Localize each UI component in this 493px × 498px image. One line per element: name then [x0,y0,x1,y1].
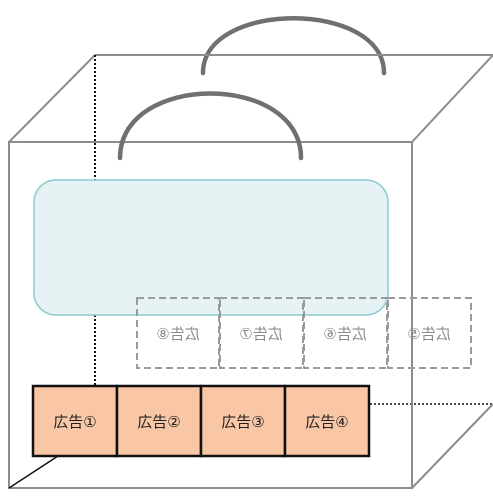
front-ad-label-4: 広告④ [305,413,348,431]
front-ads: 広告① 広告② 広告③ 広告④ [31,384,371,458]
back-ad-label-6: 広告⑥ [323,325,366,343]
back-ad-box-6 [303,297,388,369]
bag-window [33,179,389,316]
front-ad-box-2 [115,384,203,458]
back-ad-box-7 [219,297,304,369]
back-ad-label-7: 広告⑦ [239,325,282,343]
bag-back-top-right-diagonal [411,54,493,143]
front-ad-label-1: 広告① [53,413,96,431]
back-ad-label-5: 広告⑤ [407,325,450,343]
front-handle [117,91,304,161]
back-ads: 広告⑧ 広告⑦ 広告⑥ 広告⑤ [136,297,472,369]
bag-bottom-right-diagonal [411,403,493,489]
back-ad-label-8: 広告⑧ [156,325,199,343]
bag-front-face [8,141,413,489]
bag-bottom-left-diagonal [8,455,59,489]
front-ad-box-4 [283,384,371,458]
front-ad-box-3 [199,384,287,458]
back-handle [200,16,387,76]
front-ad-box-1 [31,384,119,458]
back-ad-box-5 [387,297,472,369]
bag-top-left-diagonal [8,54,96,143]
front-ad-label-3: 広告③ [221,413,264,431]
front-ad-label-2: 広告② [137,413,180,431]
